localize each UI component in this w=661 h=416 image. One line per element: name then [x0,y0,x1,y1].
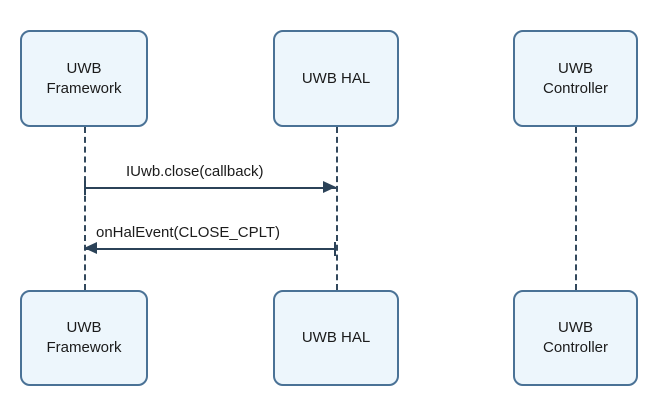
message-line-onhalevent-close-cplt [84,248,336,250]
lifeline-uwb-hal [336,127,338,290]
participant-box-uwb-controller-bottom[interactable]: UWB Controller [513,290,638,386]
message-label-onhalevent-close-cplt: onHalEvent(CLOSE_CPLT) [96,224,280,241]
lifeline-uwb-framework [84,127,86,290]
arrow-head-right-icon [323,181,336,193]
lifeline-uwb-controller [575,127,577,290]
participant-box-uwb-hal-bottom[interactable]: UWB HAL [273,290,399,386]
arrow-head-left-icon [84,242,97,254]
message-line-iuwb-close [84,187,336,189]
participant-box-uwb-hal-top[interactable]: UWB HAL [273,30,399,127]
participant-box-uwb-framework-bottom[interactable]: UWB Framework [20,290,148,386]
message-label-iuwb-close: IUwb.close(callback) [126,163,264,180]
participant-box-uwb-controller-top[interactable]: UWB Controller [513,30,638,127]
participant-box-uwb-framework-top[interactable]: UWB Framework [20,30,148,127]
message-source-cap-iuwb-close [84,181,86,195]
message-source-cap-onhalevent-close-cplt [334,242,336,256]
